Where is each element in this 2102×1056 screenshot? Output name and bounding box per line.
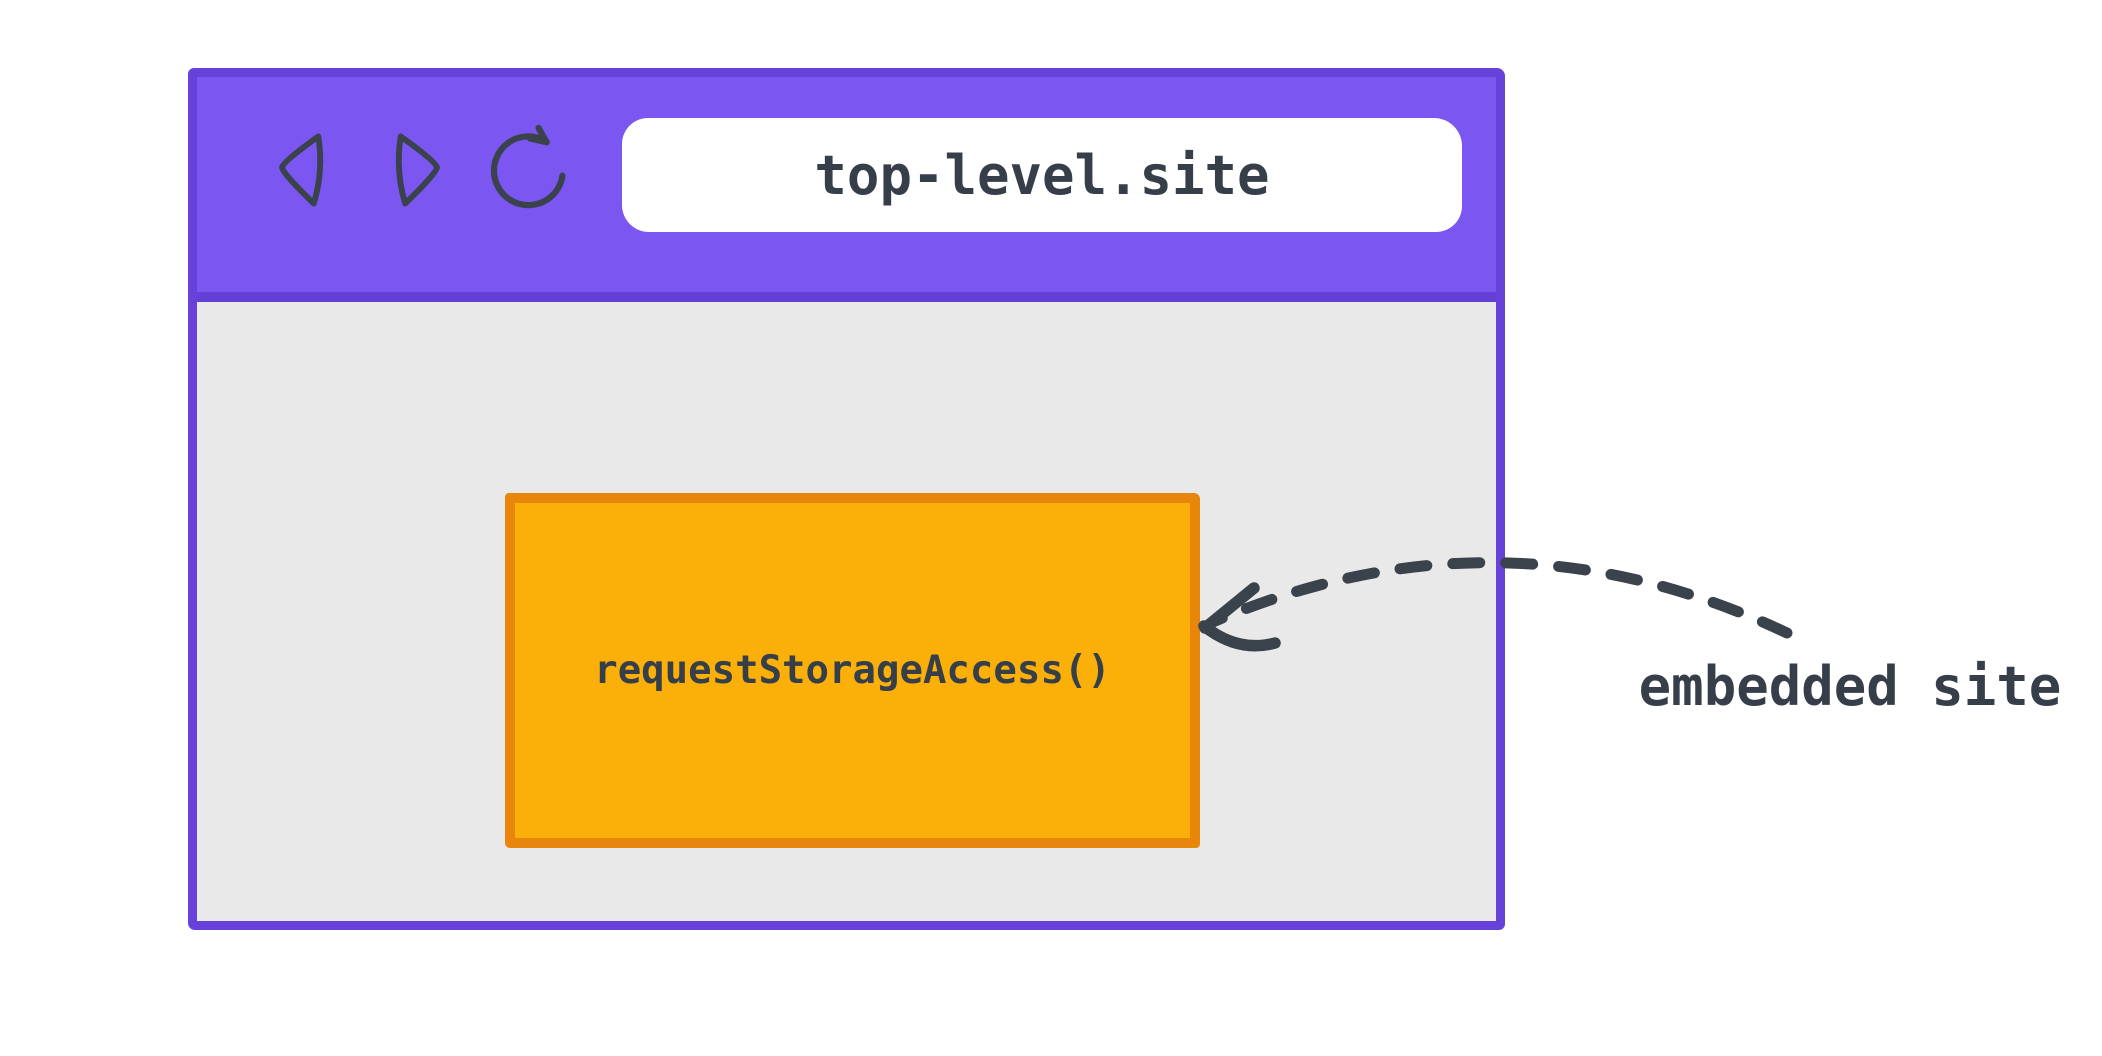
forward-icon	[388, 128, 446, 212]
embedded-frame: requestStorageAccess()	[505, 493, 1200, 848]
embedded-frame-label: requestStorageAccess()	[594, 648, 1111, 693]
back-icon	[273, 128, 331, 212]
embedded-site-label: embedded site	[1638, 655, 2062, 718]
dashed-arrow-icon	[1198, 557, 1793, 652]
address-bar: top-level.site	[622, 118, 1462, 232]
browser-window: top-level.site requestStorageAccess()	[188, 68, 1505, 930]
address-bar-url: top-level.site	[814, 143, 1270, 207]
reload-icon	[486, 124, 572, 214]
page-content-area: requestStorageAccess()	[197, 302, 1496, 921]
browser-toolbar: top-level.site	[197, 77, 1496, 302]
